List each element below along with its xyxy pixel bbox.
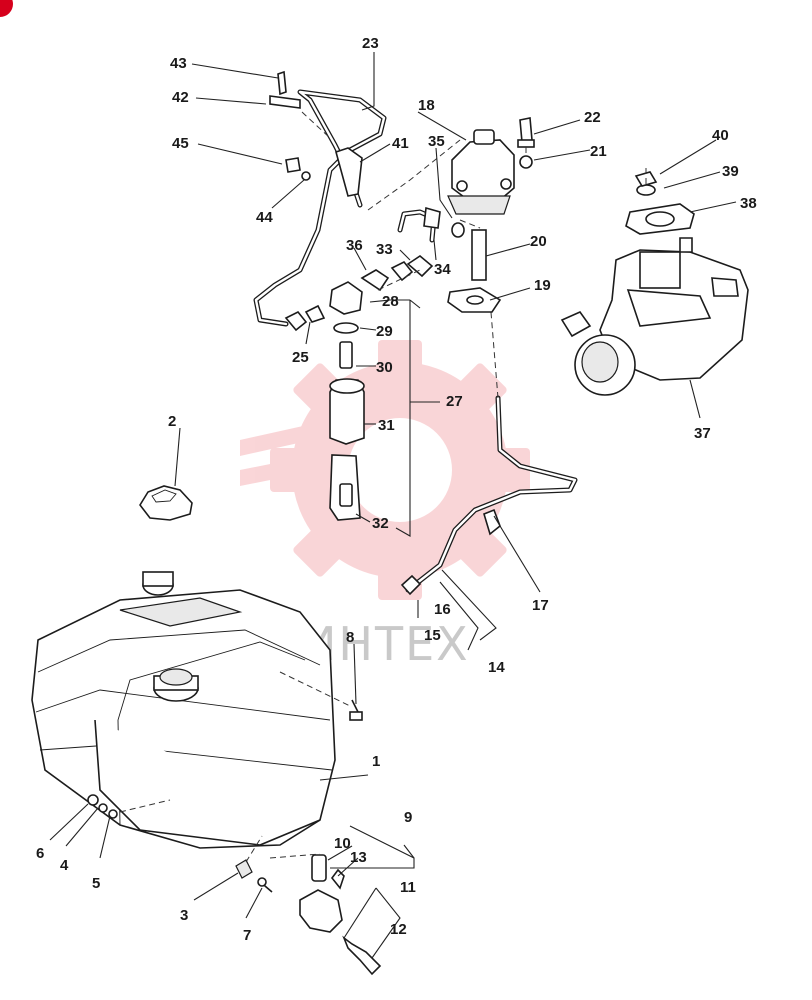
callout-15: 15 — [424, 627, 441, 644]
callout-44: 44 — [256, 209, 273, 226]
callout-45: 45 — [172, 135, 189, 152]
callout-32: 32 — [372, 515, 389, 532]
callout-19: 19 — [534, 277, 551, 294]
callout-2: 2 — [168, 413, 176, 430]
callout-20: 20 — [530, 233, 547, 250]
callout-1: 1 — [372, 753, 380, 770]
callout-35: 35 — [428, 133, 445, 150]
fuel-line-lower — [400, 299, 578, 596]
callout-3: 3 — [180, 907, 188, 924]
callout-41: 41 — [392, 135, 409, 152]
fuel-filter-assembly — [329, 281, 365, 521]
callout-42: 42 — [172, 89, 189, 106]
callout-7: 7 — [243, 927, 251, 944]
fuel-line-upper — [253, 70, 465, 332]
callout-9: 9 — [404, 809, 412, 826]
callout-36: 36 — [346, 237, 363, 254]
callout-37: 37 — [694, 425, 711, 442]
callout-31: 31 — [378, 417, 395, 434]
callout-22: 22 — [584, 109, 601, 126]
callout-16: 16 — [434, 601, 451, 618]
shutoff-valve-assembly — [269, 853, 382, 976]
tank-hardware — [87, 671, 363, 893]
callout-28: 28 — [382, 293, 399, 310]
callout-5: 5 — [92, 875, 100, 892]
callout-4: 4 — [60, 857, 69, 874]
callout-25: 25 — [292, 349, 309, 366]
callout-21: 21 — [590, 143, 607, 160]
corner-badge — [0, 0, 13, 17]
carburetor — [560, 168, 749, 396]
callout-12: 12 — [390, 921, 407, 938]
callout-labels: 1 2 3 4 5 6 7 8 9 10 11 12 13 14 15 16 1… — [36, 35, 757, 944]
leader-lines — [49, 52, 737, 959]
callout-17: 17 — [532, 597, 549, 614]
callout-38: 38 — [740, 195, 757, 212]
callout-23: 23 — [362, 35, 379, 52]
callout-40: 40 — [712, 127, 729, 144]
callout-30: 30 — [376, 359, 393, 376]
callout-14: 14 — [488, 659, 505, 676]
callout-43: 43 — [170, 55, 187, 72]
callout-10: 10 — [334, 835, 351, 852]
callout-29: 29 — [376, 323, 393, 340]
callout-39: 39 — [722, 163, 739, 180]
callout-8: 8 — [346, 629, 354, 646]
callout-27: 27 — [446, 393, 463, 410]
callout-13: 13 — [350, 849, 367, 866]
fuel-pump — [447, 117, 535, 313]
fuel-tank — [31, 571, 336, 849]
callout-11: 11 — [400, 879, 416, 896]
fuel-cap — [139, 485, 193, 521]
watermark-gear-logo — [240, 340, 530, 600]
callout-34: 34 — [434, 261, 451, 278]
callout-33: 33 — [376, 241, 393, 258]
callout-6: 6 — [36, 845, 44, 862]
callout-18: 18 — [418, 97, 435, 114]
